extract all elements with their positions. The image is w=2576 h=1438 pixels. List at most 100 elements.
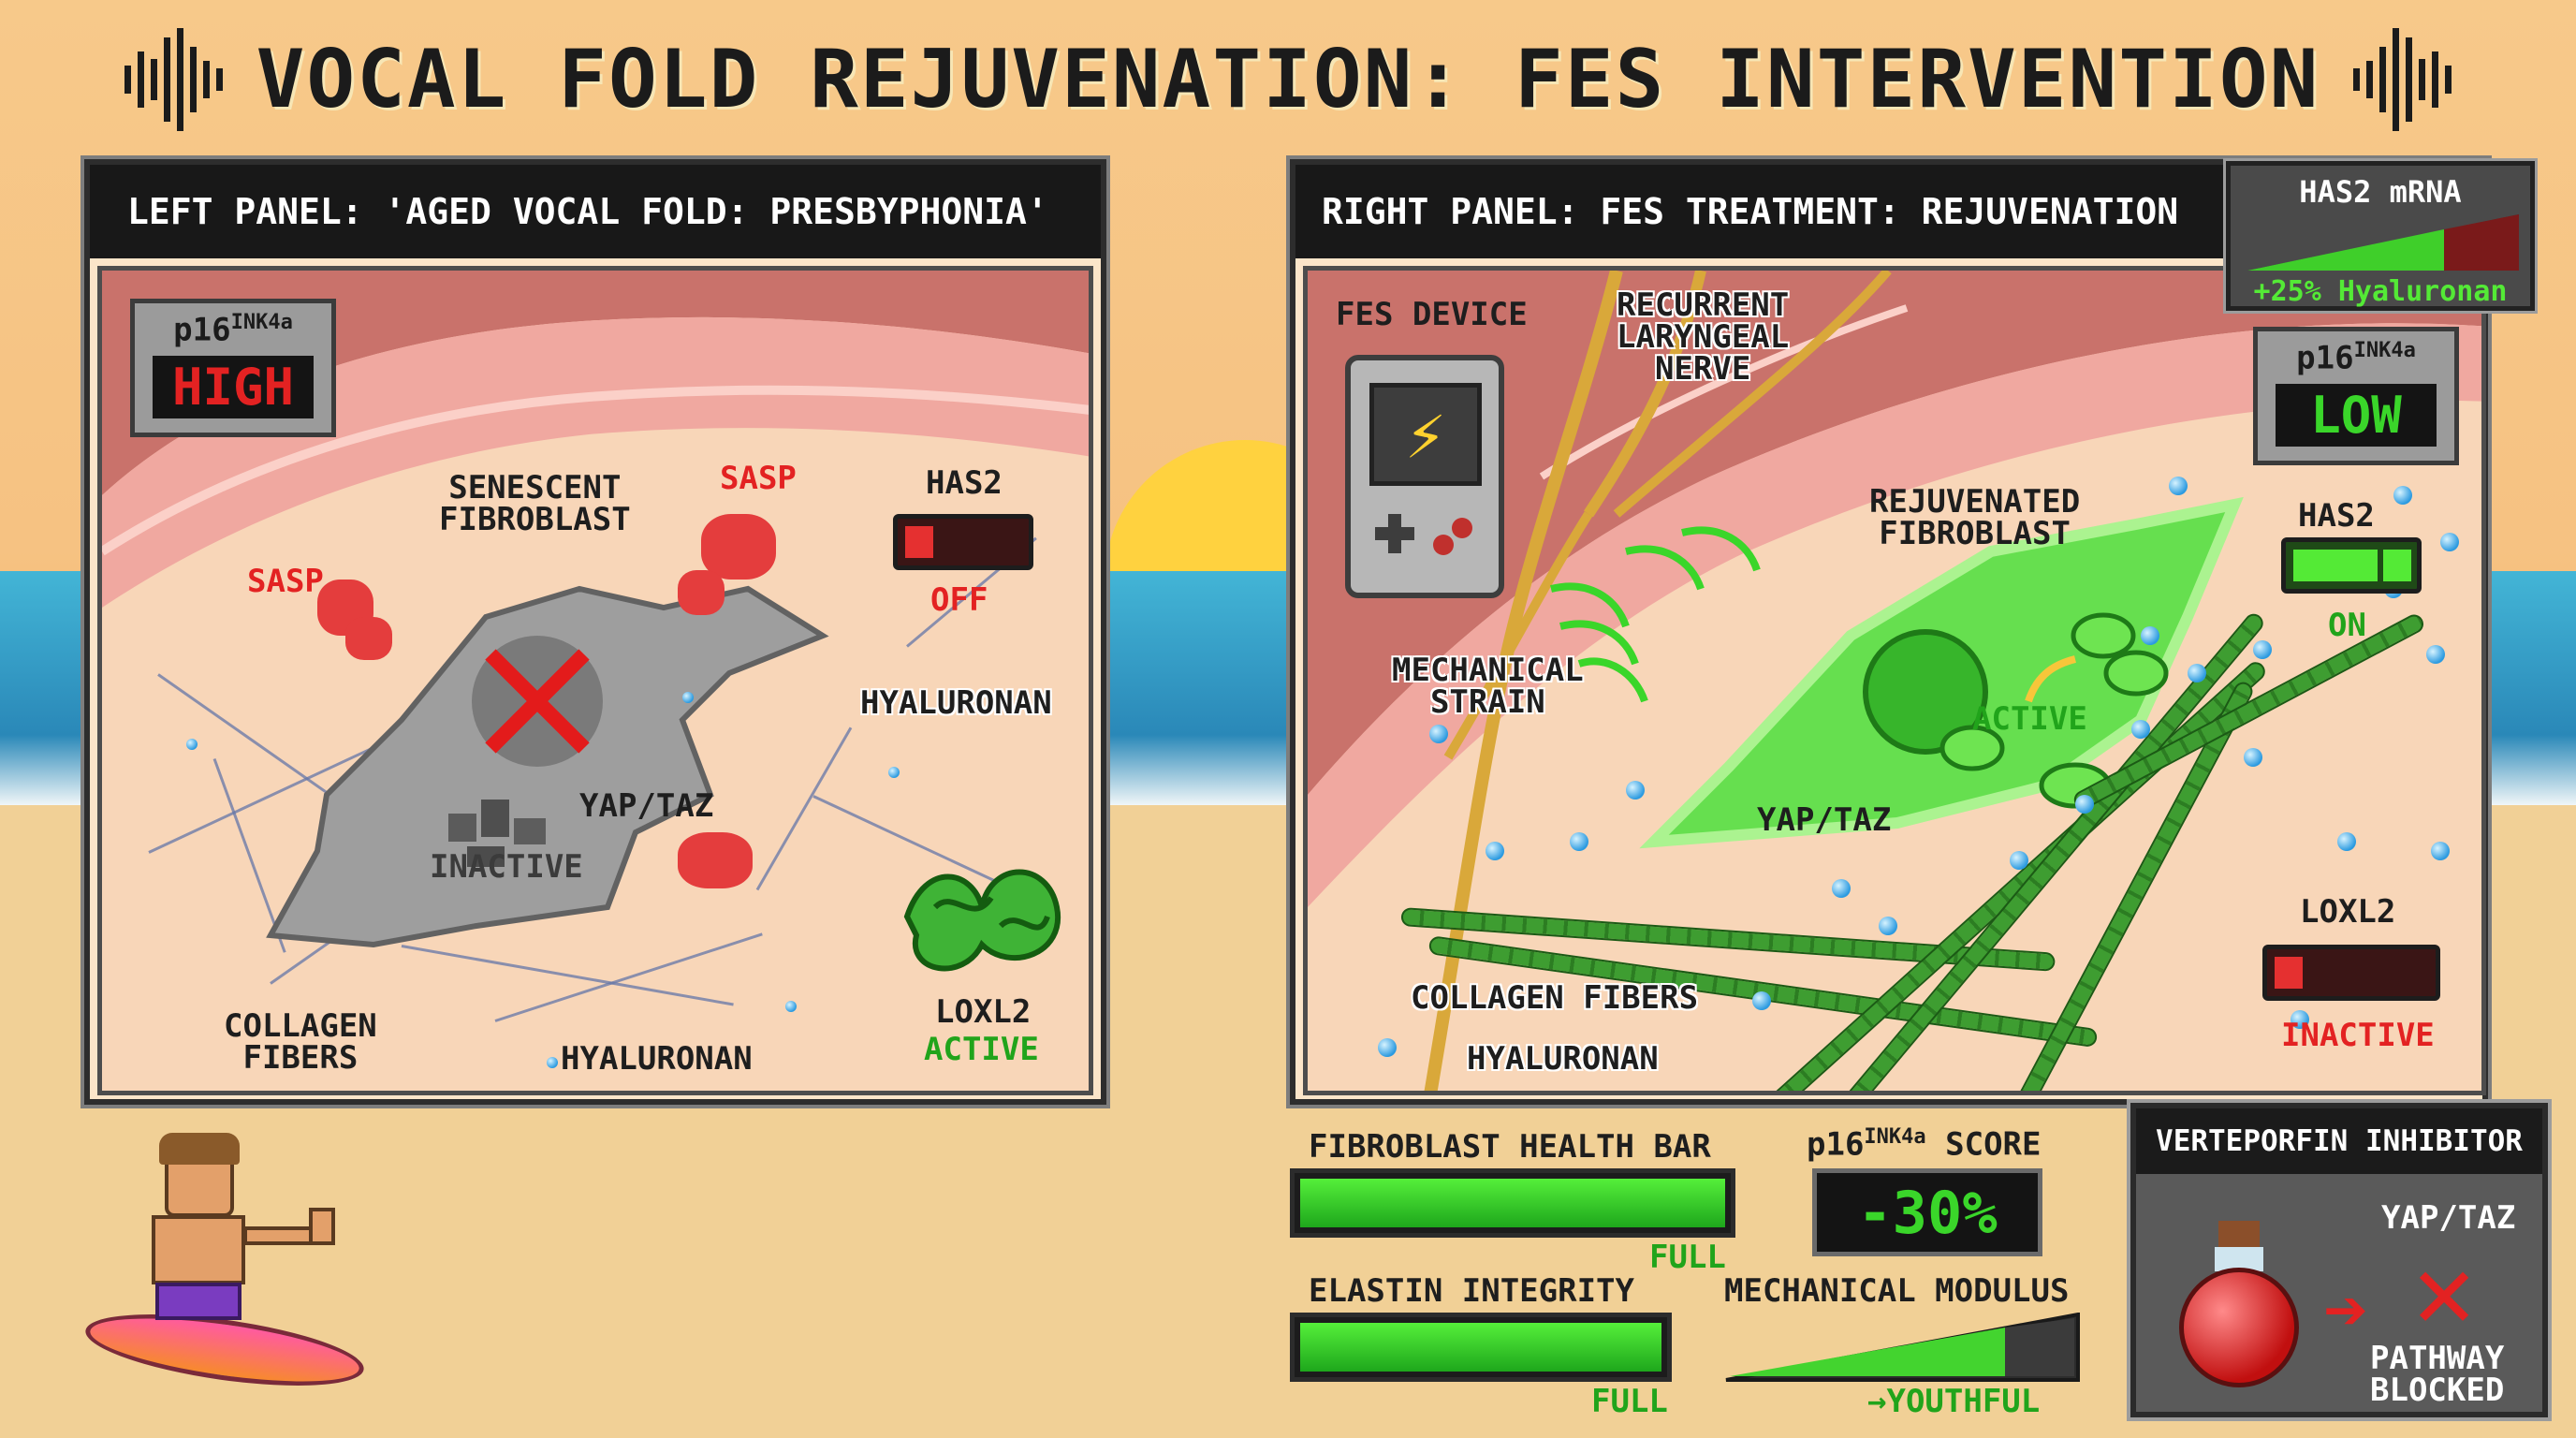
has2-mrna-caption: +25% Hyaluronan — [2253, 275, 2508, 308]
p16-label: p16INK4a — [173, 311, 293, 349]
mechanical-modulus-meter — [1725, 1313, 2080, 1382]
fibroblast-health-fill — [1300, 1179, 1725, 1227]
hyaluronan-particle — [186, 739, 198, 750]
sound-wave-left-icon — [124, 28, 223, 131]
p16-label-right: p16INK4a — [2296, 339, 2416, 377]
surfer-hair — [159, 1133, 240, 1165]
hyaluronan-label-lower: HYALURONAN — [561, 1040, 753, 1078]
hyaluronan-particle — [2431, 842, 2450, 860]
hyaluronan-particle — [2141, 626, 2159, 645]
active-label: ACTIVE — [1972, 700, 2087, 738]
has2-mrna-label: HAS2 mRNA — [2299, 174, 2462, 210]
hyaluronan-particle — [682, 692, 694, 703]
yap-taz-label-left: YAP/TAZ — [579, 787, 714, 825]
hyaluronan-particle — [1429, 725, 1448, 743]
page-title: VOCAL FOLD REJUVENATION: FES INTERVENTIO… — [256, 33, 2320, 126]
surfer-shorts — [155, 1283, 242, 1320]
sasp-cluster — [678, 570, 724, 615]
p16-score-display: -30% — [1812, 1168, 2042, 1256]
has2-toggle-knob — [905, 526, 933, 558]
fibroblast-health-label: FIBROBLAST HEALTH BAR — [1309, 1128, 1711, 1166]
sasp-cluster — [701, 514, 776, 580]
hyaluronan-particle — [785, 1001, 797, 1012]
inhibitor-header: VERTEPORFIN INHIBITOR — [2136, 1108, 2542, 1174]
hyaluronan-label-right: HYALURONAN — [1467, 1040, 1659, 1078]
has2-label-right: HAS2 — [2298, 497, 2375, 535]
surfer-arm — [243, 1226, 318, 1245]
elastin-integrity-status: FULL — [1591, 1383, 1668, 1420]
hyaluronan-particle — [2188, 664, 2206, 682]
fibroblast-health-bar — [1290, 1168, 1735, 1238]
fes-device-icon[interactable]: ⚡ — [1345, 355, 1504, 598]
red-arrow-icon: ➔ — [2323, 1266, 2369, 1353]
surfer-body — [152, 1215, 245, 1284]
hyaluronan-particle — [1832, 879, 1851, 898]
sound-wave-right-icon — [2353, 28, 2452, 131]
hyaluronan-particle — [2426, 645, 2445, 664]
hyaluronan-particle — [2253, 640, 2272, 659]
potion-cork — [2218, 1221, 2260, 1249]
hyaluronan-particle — [2337, 832, 2356, 851]
hyaluronan-particle — [888, 767, 900, 778]
has2-mrna-bars — [2247, 214, 2519, 271]
hyaluronan-particle — [2169, 477, 2188, 495]
inhibitor-target-label: YAP/TAZ — [2381, 1199, 2516, 1237]
mechanical-modulus-status: →YOUTHFUL — [1867, 1383, 2041, 1420]
sasp-cluster — [345, 617, 392, 660]
sasp-label-left: SASP — [247, 563, 324, 600]
fibroblast-health-status: FULL — [1649, 1239, 1726, 1276]
has2-state-off: OFF — [930, 581, 988, 619]
elastin-integrity-bar — [1290, 1313, 1672, 1382]
verteporfin-potion-icon[interactable] — [2174, 1221, 2305, 1389]
thumbs-up-icon — [309, 1208, 335, 1245]
dpad-icon-vertical — [1388, 514, 1401, 553]
potion-neck — [2215, 1247, 2263, 1271]
p16-badge-high: p16INK4a HIGH — [130, 299, 336, 437]
cell-x-mark-icon — [490, 654, 612, 748]
hyaluronan-particle — [2440, 533, 2459, 551]
hyaluronan-particle — [1879, 917, 1897, 935]
has2-toggle-fill — [2293, 550, 2378, 581]
has2-label: HAS2 — [926, 464, 1003, 502]
inactive-label: INACTIVE — [430, 848, 583, 886]
mechanical-modulus-label: MECHANICAL MODULUS — [1724, 1272, 2070, 1310]
hyaluronan-particle — [1752, 991, 1771, 1010]
hyaluronan-particle — [2010, 851, 2028, 870]
sasp-label-right: SASP — [720, 460, 797, 497]
loxl2-protein-icon — [903, 869, 1061, 972]
loxl2-inactive-knob — [2275, 957, 2303, 989]
collagen-fibers-label-right: COLLAGEN FIBERS — [1411, 979, 1699, 1017]
has2-toggle-knob-right — [2383, 550, 2411, 581]
fes-device-label: FES DEVICE — [1336, 296, 1528, 333]
left-panel-header: LEFT PANEL: 'AGED VOCAL FOLD: PRESBYPHON… — [90, 165, 1101, 258]
loxl2-label-right: LOXL2 — [2300, 893, 2396, 931]
surfer-character — [81, 1133, 368, 1414]
senescent-fibroblast-cell — [266, 585, 829, 948]
hyaluronan-label-upper: HYALURONAN — [860, 684, 1052, 722]
has2-toggle-on — [2281, 537, 2422, 594]
sasp-cluster — [678, 832, 753, 888]
elastin-integrity-label: ELASTIN INTEGRITY — [1309, 1272, 1634, 1310]
yap-taz-label-right: YAP/TAZ — [1757, 801, 1892, 839]
hyaluronan-particle — [2131, 720, 2150, 739]
loxl2-state-active: ACTIVE — [924, 1031, 1039, 1068]
hyaluronan-particle — [1486, 842, 1504, 860]
title-bar: VOCAL FOLD REJUVENATION: FES INTERVENTIO… — [0, 19, 2576, 140]
loxl2-state-inactive: INACTIVE — [2281, 1017, 2435, 1054]
blocked-x-icon: ✕ — [2413, 1231, 2476, 1351]
p16-badge-low: p16INK4a LOW — [2253, 327, 2459, 465]
hyaluronan-particle — [2075, 795, 2094, 814]
verteporfin-inhibitor-panel: VERTEPORFIN INHIBITOR YAP/TAZ ➔ ✕ PATHWA… — [2130, 1103, 2548, 1417]
has2-state-on: ON — [2328, 607, 2366, 644]
left-panel: LEFT PANEL: 'AGED VOCAL FOLD: PRESBYPHON… — [84, 159, 1106, 1105]
right-panel: RIGHT PANEL: FES TREATMENT: REJUVENATION… — [1290, 159, 2488, 1105]
rejuvenated-fibroblast-cell — [1639, 496, 2244, 849]
has2-toggle-off — [893, 514, 1033, 570]
aged-epithelium-layers — [102, 271, 1089, 608]
